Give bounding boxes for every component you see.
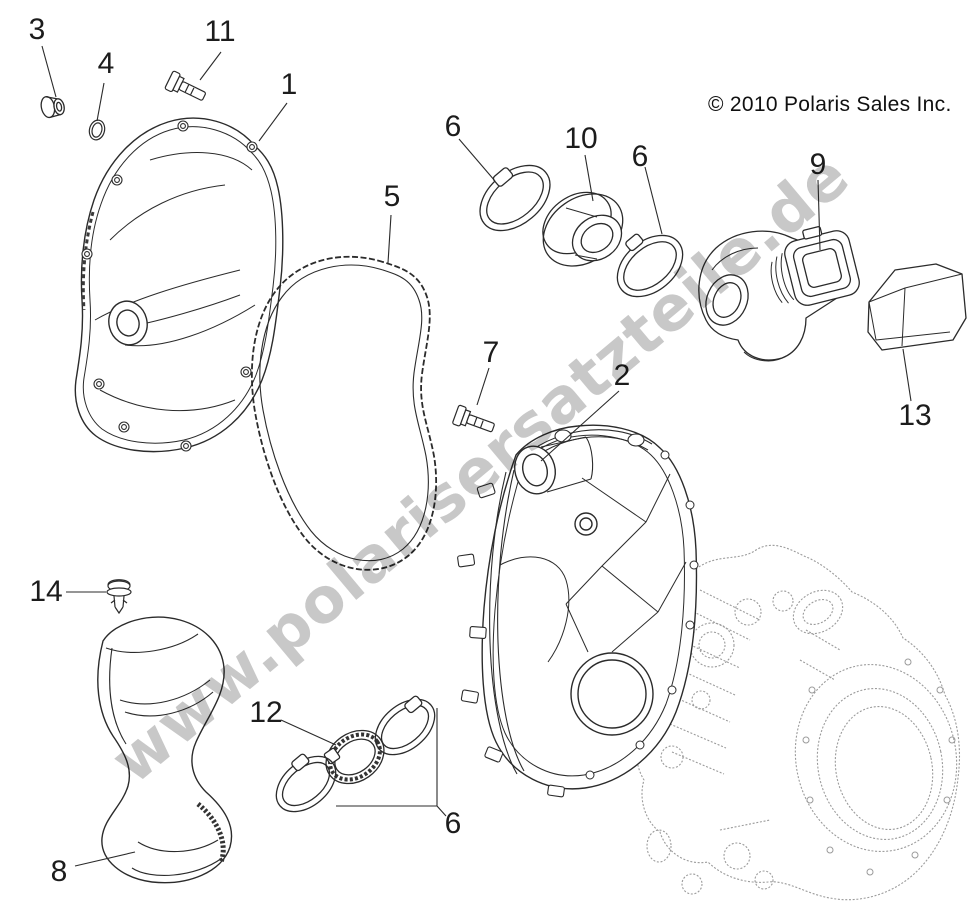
o-ring-drawing — [88, 119, 106, 141]
callout-part-6-top-right: 6 — [631, 140, 649, 173]
callout-leader-lines — [41, 45, 912, 867]
cover-gasket-drawing — [251, 255, 437, 571]
callout-part-7: 7 — [482, 336, 500, 369]
bolt-11-drawing — [164, 70, 206, 101]
callout-part-5: 5 — [383, 180, 401, 213]
clamp-6-bottom-left-drawing — [275, 753, 337, 813]
callout-part-9: 9 — [809, 148, 827, 181]
callout-part-6-top-left: 6 — [444, 110, 462, 143]
copyright-notice: © 2010 Polaris Sales Inc. — [708, 93, 952, 116]
callout-part-1: 1 — [280, 68, 298, 101]
inner-clutch-cover-drawing — [457, 424, 699, 798]
clamp-6-bottom-right-drawing — [374, 695, 436, 756]
bolt-7-drawing — [452, 404, 495, 433]
callout-part-11: 11 — [204, 15, 236, 48]
push-rivet-14-drawing — [106, 579, 132, 615]
engine-block-ghost-drawing — [635, 544, 960, 901]
intake-duct-9-drawing — [698, 226, 860, 362]
duct-boot-8-drawing — [97, 616, 233, 884]
callout-part-6-bottom: 6 — [444, 807, 462, 840]
callout-part-8: 8 — [50, 855, 68, 888]
clamp-6-top-right-drawing — [616, 233, 684, 298]
coupler-10-drawing — [542, 191, 624, 267]
callout-part-13: 13 — [898, 399, 932, 432]
clamp-6-top-left-drawing — [479, 164, 551, 232]
callout-part-10: 10 — [564, 122, 598, 155]
plug-drawing — [40, 96, 65, 119]
callout-part-4: 4 — [97, 47, 115, 80]
callout-part-2: 2 — [613, 359, 631, 392]
outer-clutch-cover-drawing — [74, 117, 284, 453]
duct-cover-13-drawing — [867, 263, 967, 351]
callout-part-3: 3 — [28, 13, 46, 46]
callout-part-12: 12 — [249, 696, 283, 729]
callout-part-14: 14 — [29, 575, 63, 608]
gear-clamp-12-drawing — [323, 729, 385, 785]
